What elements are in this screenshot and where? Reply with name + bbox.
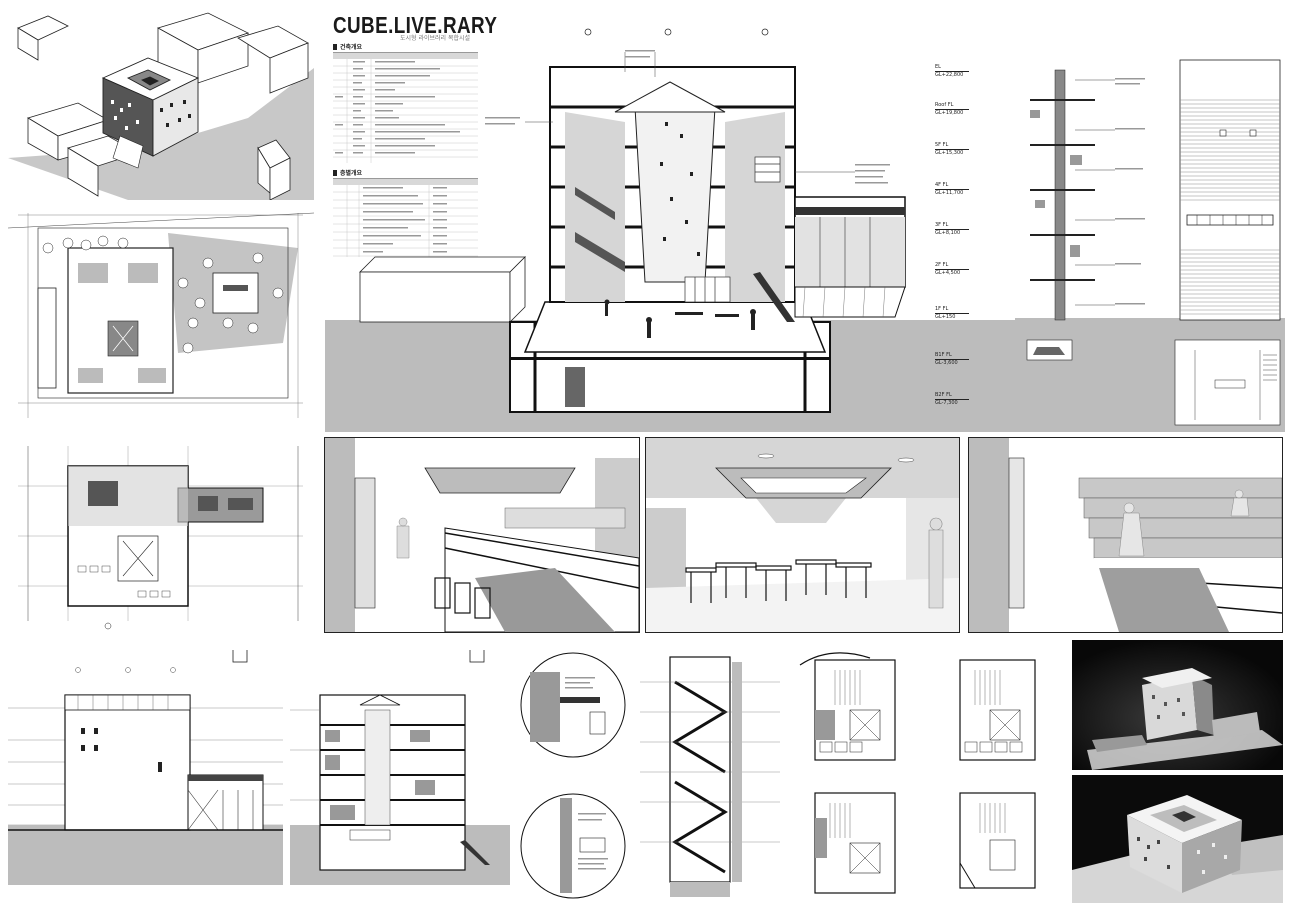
floor-plan-upper (8, 436, 314, 636)
level-marker-2f: 2F FL GL+4,500 (935, 262, 969, 276)
section-heading-floors: 층별개요 (333, 168, 362, 177)
level-value: GL-3,600 (935, 360, 958, 366)
level-label: 3F FL (935, 222, 949, 228)
level-label: B2F FL (935, 392, 952, 398)
interior-view-reading-hall (645, 437, 960, 633)
project-title: CUBE.LIVE.RARY (333, 12, 498, 38)
core-plan-1f (790, 640, 920, 775)
level-value: GL+11,700 (935, 190, 964, 196)
level-label: B1F FL (935, 352, 952, 358)
interior-view-tiered-seating (968, 437, 1283, 633)
level-marker-el: EL GL+22,800 (935, 64, 969, 78)
cross-section-bottom (290, 650, 510, 885)
level-marker-b1f: B1F FL GL-3,600 (935, 352, 969, 366)
level-marker-4f: 4F FL GL+11,700 (935, 182, 969, 196)
level-marker-roof: Roof FL GL+19,800 (935, 102, 969, 116)
level-value: GL-7,300 (935, 400, 958, 406)
level-value: GL+15,300 (935, 150, 964, 156)
level-label: 2F FL (935, 262, 949, 268)
axonometric-site-view (8, 8, 314, 200)
level-value: GL+22,800 (935, 72, 964, 78)
detail-callout-bottom (520, 793, 626, 899)
wall-section-detail (1015, 40, 1285, 432)
level-value: GL+19,800 (935, 110, 964, 116)
level-marker-5f: 5F FL GL+15,300 (935, 142, 969, 156)
stair-section (640, 642, 780, 904)
level-value: GL+150 (935, 314, 956, 320)
level-value: GL+8,100 (935, 230, 961, 236)
level-label: EL (935, 64, 941, 70)
floor-table (333, 178, 478, 258)
model-photo-elevation (1072, 640, 1283, 770)
interior-view-stair-void (324, 437, 640, 633)
level-label: 4F FL (935, 182, 949, 188)
level-label: Roof FL (935, 102, 954, 108)
detail-callout-top (520, 652, 626, 758)
level-marker-3f: 3F FL GL+8,100 (935, 222, 969, 236)
section-heading-overview: 건축개요 (333, 42, 362, 51)
level-label: 1F FL (935, 306, 949, 312)
level-marker-1f: 1F FL GL+150 (935, 306, 969, 320)
site-plan (8, 203, 314, 428)
model-photo-top (1072, 775, 1283, 903)
level-value: GL+4,500 (935, 270, 961, 276)
main-section-perspective (325, 22, 1015, 432)
project-subtitle: 도시형 라이브러리 복합시설 (400, 35, 471, 42)
level-label: 5F FL (935, 142, 949, 148)
core-plan-2f (930, 640, 1060, 775)
overview-table (333, 52, 478, 164)
front-elevation (8, 650, 283, 885)
core-plan-4f (930, 778, 1060, 903)
level-marker-b2f: B2F FL GL-7,300 (935, 392, 969, 406)
core-plan-3f (790, 778, 920, 903)
